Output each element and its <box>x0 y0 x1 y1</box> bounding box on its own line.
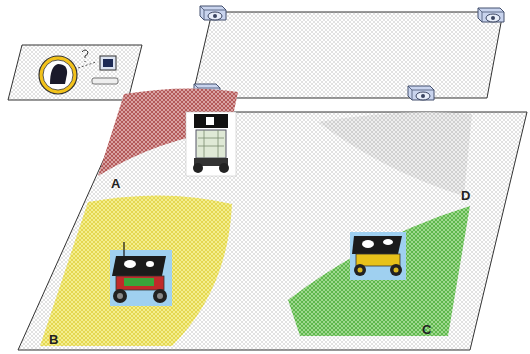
zone-letter: C <box>422 322 431 337</box>
zone-letter: A <box>111 176 120 191</box>
zone-letter: D <box>461 188 470 203</box>
zone-letter: B <box>49 332 58 347</box>
